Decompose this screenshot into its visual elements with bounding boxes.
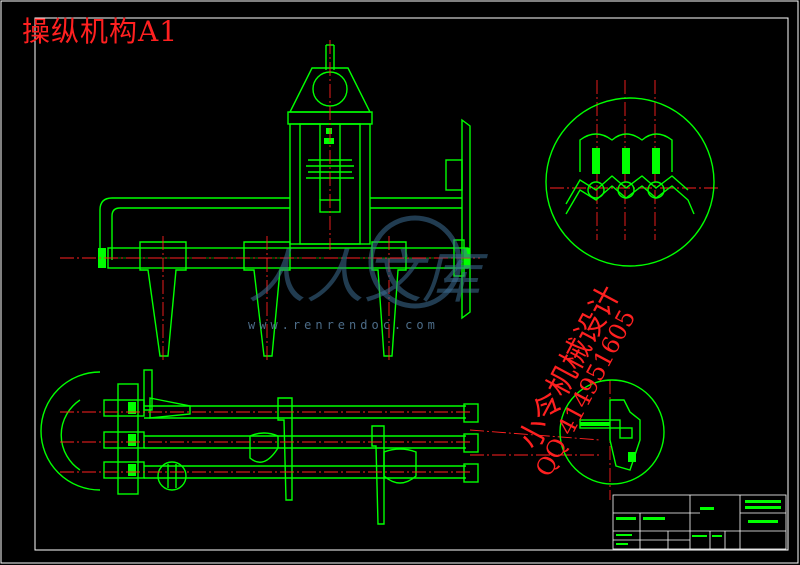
drawing-title: 操纵机构A1 bbox=[22, 15, 179, 48]
title-block bbox=[612, 494, 787, 550]
top-view bbox=[40, 369, 479, 525]
top-view-fills bbox=[128, 402, 136, 476]
detail-view-b bbox=[559, 379, 665, 485]
detail-view-b-fills bbox=[580, 422, 636, 462]
watermark-site: www.renrendoc.com bbox=[248, 318, 439, 332]
watermark-brand: 人人文库 bbox=[248, 243, 481, 311]
watermark-emblem bbox=[368, 215, 462, 309]
detail-view-a-fills bbox=[592, 148, 660, 174]
detail-view-a bbox=[545, 97, 715, 267]
title-block-marks bbox=[616, 500, 781, 545]
